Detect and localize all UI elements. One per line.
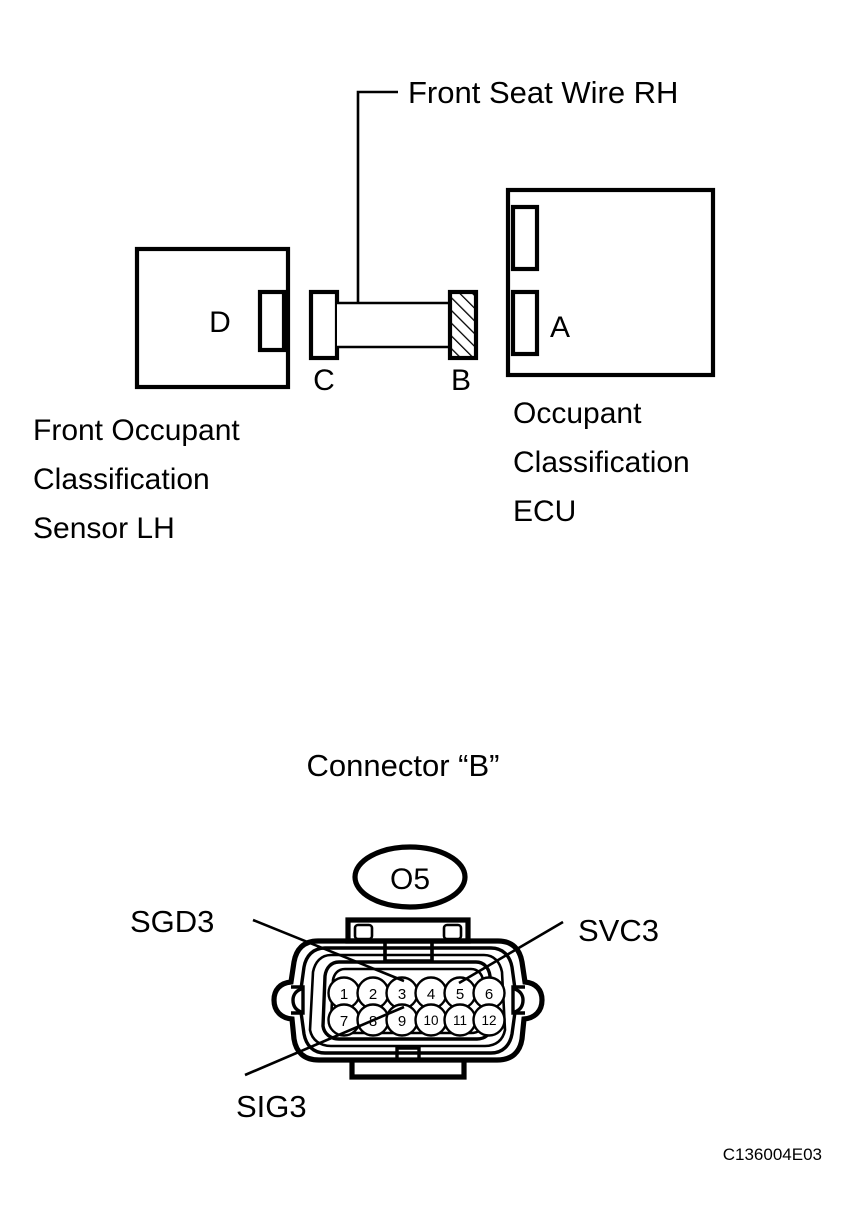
pin-row-top: 1 2 3 4 5 6 bbox=[327, 976, 506, 1010]
pin-label-3: 3 bbox=[398, 986, 406, 1003]
oval-outline bbox=[352, 844, 468, 910]
top-schematic: Front Seat Wire RH D Front Occupant Clas… bbox=[33, 75, 716, 545]
pin-label-12: 12 bbox=[481, 1013, 496, 1028]
housing-inner-line bbox=[329, 967, 487, 1035]
ecu-port-letter-a: A bbox=[550, 311, 570, 344]
ecu-caption-line-1: Occupant bbox=[513, 397, 642, 430]
sensor-caption: Front Occupant Classification Sensor LH bbox=[33, 414, 240, 545]
callout-label-sgd3: SGD3 bbox=[130, 904, 214, 939]
connector-b-detail: Connector “B” O5 bbox=[130, 748, 659, 1124]
pin-label-7: 7 bbox=[340, 1013, 348, 1030]
cable-fill bbox=[337, 303, 450, 347]
housing-outer-shell bbox=[271, 938, 545, 1063]
sensor-caption-line-3: Sensor LH bbox=[33, 512, 175, 545]
callout-label-svc3: SVC3 bbox=[578, 913, 659, 948]
occupant-classification-ecu-block: A bbox=[505, 187, 716, 378]
housing-contour-2 bbox=[291, 946, 525, 1055]
callout-leaders bbox=[244, 918, 564, 1077]
housing-latch-left bbox=[291, 985, 305, 1015]
leader-sgd3 bbox=[252, 918, 405, 983]
connector-b-body bbox=[447, 289, 479, 361]
front-seat-wire-leader bbox=[356, 90, 398, 303]
leader-sig3 bbox=[244, 1005, 405, 1077]
pin-row-bottom: 7 8 9 10 11 12 bbox=[327, 1003, 506, 1037]
housing-contour-3 bbox=[308, 953, 507, 1048]
pin-label-5: 5 bbox=[456, 986, 464, 1003]
connector-b-letter: B bbox=[451, 364, 471, 397]
connector-c-body bbox=[308, 289, 340, 361]
pin-label-10: 10 bbox=[423, 1013, 438, 1028]
pin-label-9: 9 bbox=[398, 1013, 406, 1030]
pin-label-6: 6 bbox=[485, 986, 493, 1003]
front-seat-wire-label: Front Seat Wire RH bbox=[408, 75, 678, 110]
connector-housing bbox=[271, 917, 545, 1080]
housing-bottom-foot bbox=[349, 1060, 467, 1080]
housing-notch-left bbox=[353, 923, 374, 941]
connector-c-letter: C bbox=[313, 364, 335, 397]
leader-svc3 bbox=[458, 920, 564, 985]
figure-code: C136004E03 bbox=[723, 1145, 822, 1164]
callout-label-sig3: SIG3 bbox=[236, 1089, 307, 1124]
pin-label-1: 1 bbox=[340, 986, 348, 1003]
housing-notch-right bbox=[442, 923, 463, 941]
connector-code-badge: O5 bbox=[352, 844, 468, 910]
pin-label-2: 2 bbox=[369, 986, 377, 1003]
sensor-caption-line-2: Classification bbox=[33, 463, 210, 496]
housing-bottom-key bbox=[395, 1046, 421, 1060]
housing-latch-right bbox=[511, 985, 525, 1015]
pin-grid: 1 2 3 4 5 6 7 8 bbox=[327, 976, 506, 1037]
ecu-body bbox=[505, 187, 716, 378]
wire-harness-assembly: C B bbox=[308, 289, 479, 397]
pin-circle-12 bbox=[472, 1003, 506, 1037]
sensor-port-letter-d: D bbox=[209, 306, 231, 339]
ecu-caption: Occupant Classification ECU bbox=[513, 397, 690, 528]
connector-detail-title: Connector “B” bbox=[307, 748, 500, 783]
pin-label-11: 11 bbox=[453, 1013, 467, 1028]
pin-label-4: 4 bbox=[427, 986, 435, 1003]
front-occupant-sensor-block: D bbox=[134, 246, 291, 390]
oval-code-text: O5 bbox=[390, 863, 430, 896]
sensor-caption-line-1: Front Occupant bbox=[33, 414, 240, 447]
ecu-port-upper bbox=[510, 204, 540, 272]
ecu-caption-line-2: Classification bbox=[513, 446, 690, 479]
ecu-port-a bbox=[510, 289, 540, 357]
ecu-caption-line-3: ECU bbox=[513, 495, 576, 528]
housing-inner-cavity bbox=[321, 960, 494, 1041]
sensor-port-d bbox=[257, 289, 287, 353]
